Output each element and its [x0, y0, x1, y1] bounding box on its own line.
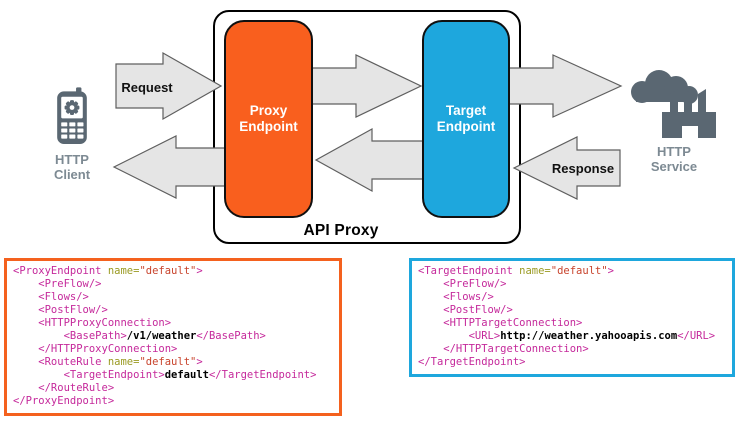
request-arrow [115, 51, 223, 121]
http-service-node: HTTP Service [620, 62, 728, 174]
code-line: <ProxyEndpoint name="default"> [13, 265, 203, 277]
code-line: <BasePath>/v1/weather</BasePath> [13, 330, 266, 342]
proxy-to-target-arrow [310, 54, 423, 118]
target-to-service-arrow [507, 54, 623, 118]
proxy-endpoint-code-block: <ProxyEndpoint name="default"> <PreFlow/… [4, 258, 342, 416]
target-endpoint-label-line1: Target [445, 103, 487, 118]
request-label: Request [121, 80, 173, 95]
http-service-label: HTTP Service [650, 144, 698, 174]
code-line: </TargetEndpoint> [418, 356, 526, 368]
proxy-endpoint-label-line2: Endpoint [239, 119, 298, 134]
code-line: <PostFlow/> [418, 304, 513, 316]
code-line: </RouteRule> [13, 382, 115, 394]
proxy-to-client-arrow [112, 135, 226, 199]
factory-icon [631, 70, 716, 138]
target-to-proxy-arrow [314, 127, 425, 193]
code-line: <Flows/> [13, 291, 89, 303]
code-line: <Flows/> [418, 291, 494, 303]
target-endpoint-code-block: <TargetEndpoint name="default"> <PreFlow… [409, 258, 735, 377]
code-line: <HTTPProxyConnection> [13, 317, 172, 329]
code-line: <HTTPTargetConnection> [418, 317, 583, 329]
flow-arrows [112, 51, 623, 200]
code-line: </HTTPProxyConnection> [13, 343, 178, 355]
http-client-node: HTTP Client [36, 86, 108, 182]
code-line: <TargetEndpoint>default</TargetEndpoint> [13, 369, 317, 381]
proxy-endpoint-box: Proxy Endpoint [224, 20, 313, 218]
mobile-phone-icon [57, 87, 87, 144]
api-proxy-label: API Proxy [303, 222, 379, 239]
code-line: <URL>http://weather.yahooapis.com</URL> [418, 330, 716, 342]
code-line: </ProxyEndpoint> [13, 395, 115, 407]
target-endpoint-box: Target Endpoint [422, 20, 510, 218]
code-line: <TargetEndpoint name="default"> [418, 265, 614, 277]
keypad [61, 122, 84, 139]
code-line: <RouteRule name="default"> [13, 356, 203, 368]
target-endpoint-label-line2: Endpoint [436, 119, 496, 134]
proxy-endpoint-label-line1: Proxy [249, 103, 288, 118]
http-client-label: HTTP Client [53, 152, 91, 182]
code-line: </HTTPTargetConnection> [418, 343, 589, 355]
code-line: <PreFlow/> [13, 278, 102, 290]
code-line: <PreFlow/> [418, 278, 507, 290]
response-label: Response [551, 161, 615, 176]
response-arrow [512, 136, 621, 200]
code-line: <PostFlow/> [13, 304, 108, 316]
